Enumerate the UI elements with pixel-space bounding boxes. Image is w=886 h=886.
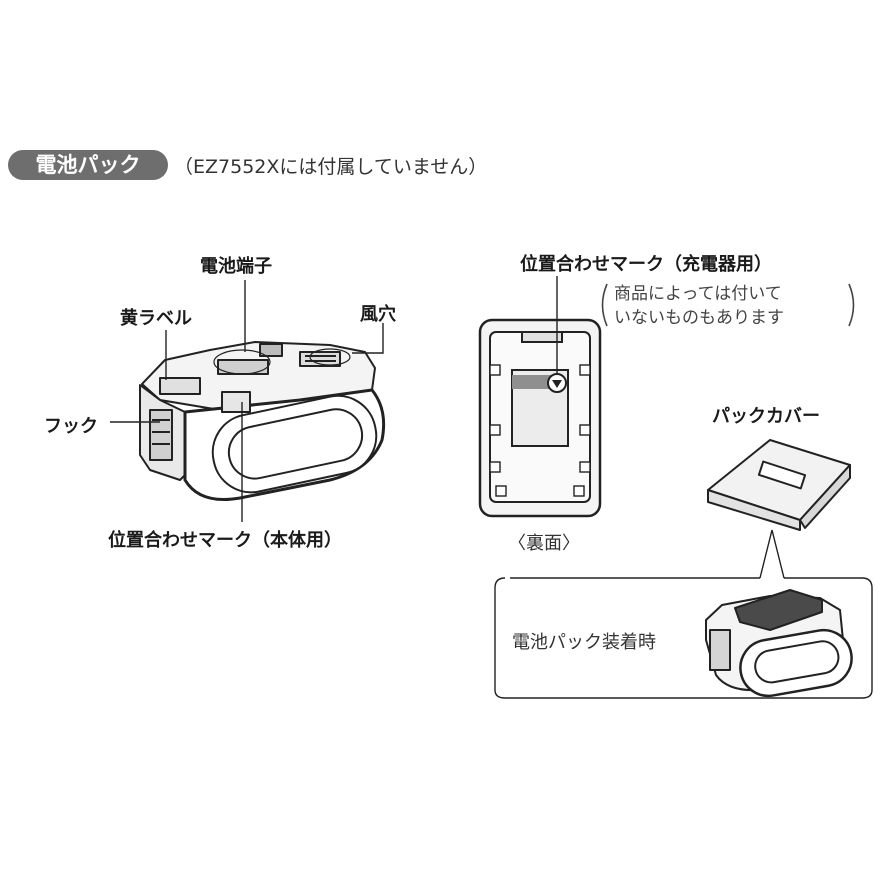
battery-pack-illustration: [139, 341, 386, 502]
inset-pointer: [759, 529, 785, 579]
label-vent: 風穴: [360, 304, 396, 325]
leader-lines-front: [110, 280, 384, 522]
battery-with-cover-illustration: [705, 589, 853, 698]
label-battery-terminal: 電池端子: [200, 256, 272, 277]
label-yellow-label: 黄ラベル: [120, 308, 192, 329]
label-back-side: 〈裏面〉: [508, 533, 580, 554]
section-subtitle: （EZ7552Xには付属していません）: [174, 156, 488, 178]
battery-back-illustration: [478, 318, 602, 518]
label-pack-cover: パックカバー: [712, 406, 820, 427]
label-hook: フック: [44, 416, 98, 437]
note-line-2: いないものもあります: [614, 308, 784, 328]
inset-frame: [494, 577, 873, 699]
label-attached-state: 電池パック装着時: [512, 632, 656, 653]
label-alignment-mark-body: 位置合わせマーク（本体用）: [108, 530, 342, 551]
pack-cover-illustration: [707, 439, 851, 531]
note-line-1: 商品によっては付いて: [614, 284, 782, 304]
section-title-badge: 電池パック: [8, 150, 168, 180]
label-alignment-mark-charger: 位置合わせマーク（充電器用）: [520, 254, 772, 275]
